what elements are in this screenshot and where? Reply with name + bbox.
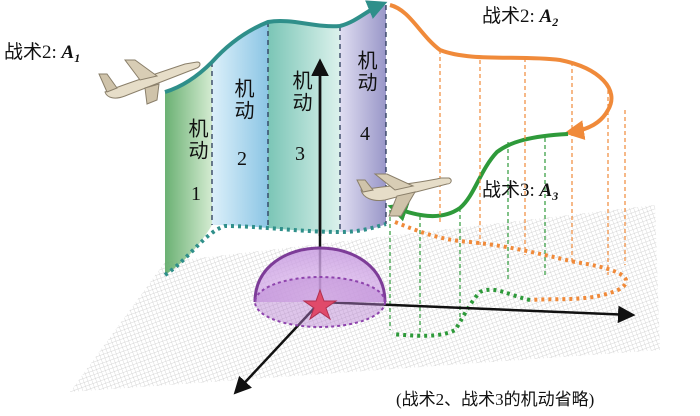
orange-ground-trace: [394, 220, 628, 302]
tactic3-a3-label: 战术3: A3: [482, 179, 558, 203]
aircraft-icon: [356, 173, 452, 217]
tactic2-a1-label: 战术2: A1: [4, 41, 80, 65]
maneuver-label-4: 机动 4: [354, 50, 377, 145]
tactic2-a1-path: [164, 0, 388, 94]
maneuver-label-2-num: 2: [237, 148, 247, 170]
maneuver-label-4-name: 机动: [354, 50, 377, 94]
caption: (战术2、战术3的机动省略): [396, 390, 594, 409]
y-axis: [233, 301, 321, 395]
maneuver-label-3-num: 3: [295, 143, 305, 165]
x-axis: [319, 300, 636, 324]
maneuver-panel-1: [165, 62, 212, 275]
tactic2-a2-label: 战术2: A2: [482, 5, 558, 29]
maneuver-label-3: 机动 3: [289, 70, 312, 165]
orange-drop-lines: [439, 50, 626, 275]
maneuver-label-2-name: 机动: [231, 78, 254, 122]
green-drop-lines: [389, 138, 546, 333]
maneuver-label-3-name: 机动: [289, 70, 312, 114]
maneuver-label-1-num: 1: [191, 183, 201, 205]
maneuver-panel-4: [340, 5, 386, 232]
maneuver-panel-3: [268, 21, 340, 233]
tactic2-a2-path: [389, 3, 614, 141]
green-ground-trace: [391, 287, 531, 338]
maneuver-label-1-name: 机动: [185, 118, 208, 162]
target-star-icon: [302, 288, 338, 321]
maneuver-label-1: 机动 1: [185, 118, 208, 205]
tactic3-a3-path: [387, 132, 569, 222]
aircraft-icon: [98, 59, 201, 105]
maneuver-label-2: 机动 2: [231, 78, 254, 170]
maneuver-panel-2: [212, 22, 268, 228]
maneuver-label-4-num: 4: [360, 123, 370, 145]
